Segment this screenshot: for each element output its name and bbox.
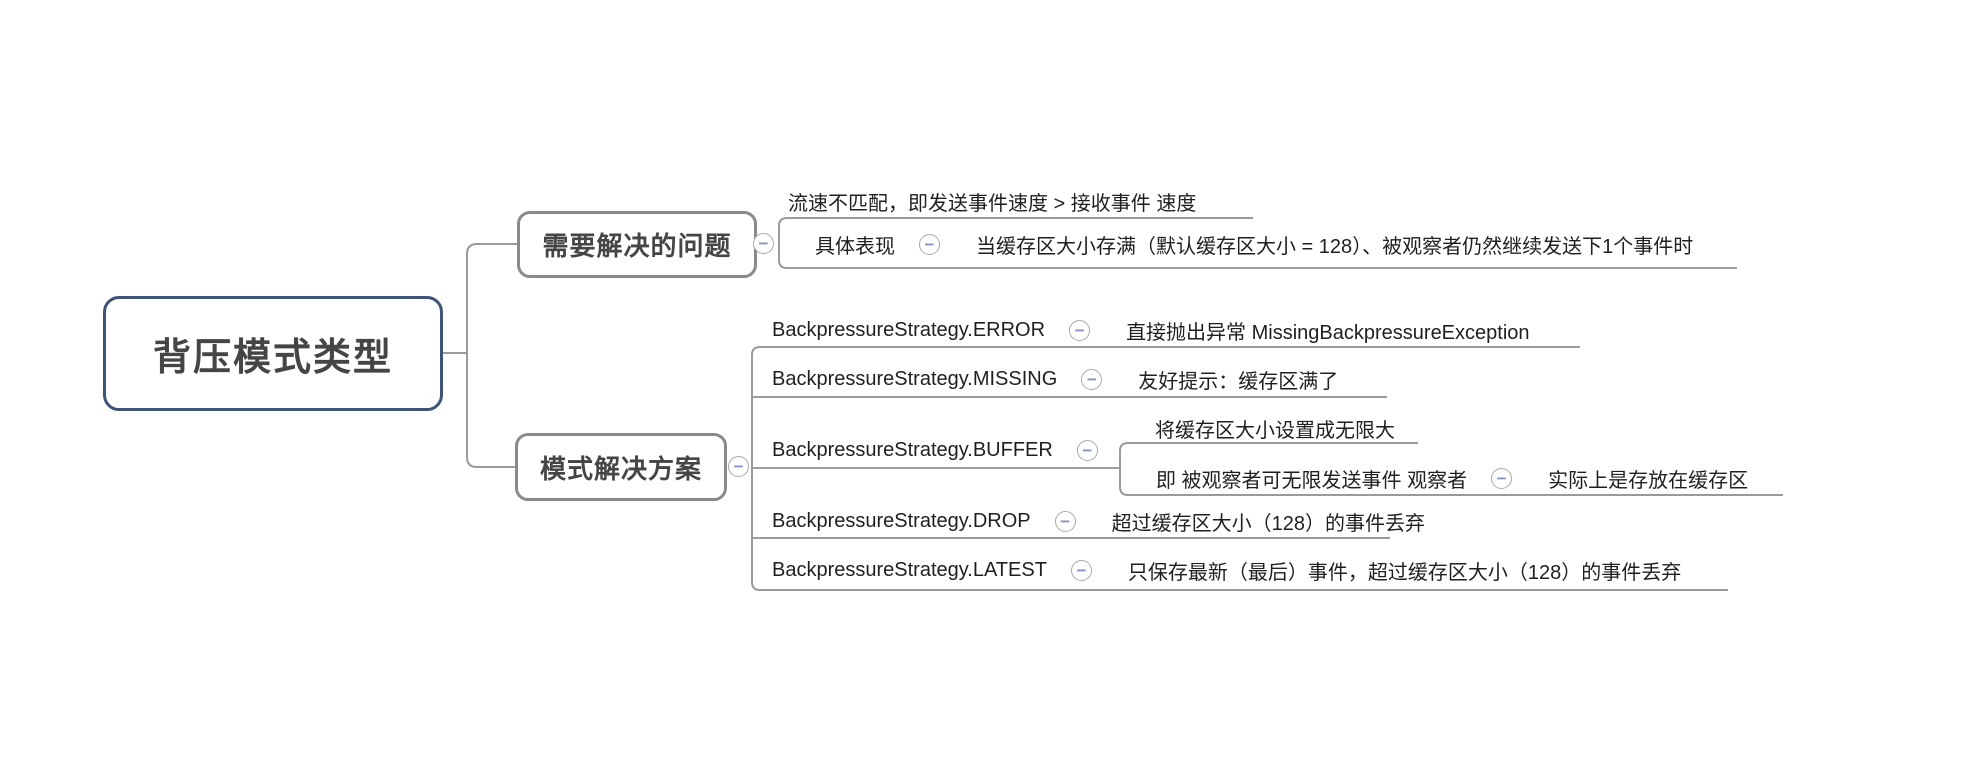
topic-solutions-label: 模式解决方案 bbox=[539, 453, 702, 484]
topic-strategy-error-child-label[interactable]: 直接抛出异常 MissingBackpressureException bbox=[1126, 321, 1530, 344]
problem-children-bracket bbox=[778, 217, 1737, 269]
topic-strategy-missing-row[interactable]: BackpressureStrategy.MISSING − 友好提示：缓存区满… bbox=[772, 366, 1339, 393]
root-topic[interactable]: 背压模式类型 bbox=[103, 296, 443, 411]
topic-strategy-drop-label[interactable]: BackpressureStrategy.DROP bbox=[772, 509, 1031, 532]
minus-icon: − bbox=[758, 234, 769, 253]
topic-strategy-latest-row[interactable]: BackpressureStrategy.LATEST − 只保存最新（最后）事… bbox=[772, 557, 1682, 584]
topic-strategy-latest-label[interactable]: BackpressureStrategy.LATEST bbox=[772, 558, 1047, 581]
minus-icon: − bbox=[1076, 560, 1087, 580]
topic-buffer-unlimited-label: 将缓存区大小设置成无限大 bbox=[1155, 419, 1395, 442]
minus-icon: − bbox=[733, 457, 744, 476]
topic-detail-label[interactable]: 具体表现 bbox=[815, 235, 895, 258]
topic-buffer-unlimited[interactable]: 将缓存区大小设置成无限大 bbox=[1155, 415, 1395, 442]
topic-strategy-latest-child-label[interactable]: 只保存最新（最后）事件，超过缓存区大小（128）的事件丢弃 bbox=[1127, 561, 1682, 584]
topic-strategy-error-label[interactable]: BackpressureStrategy.ERROR bbox=[772, 318, 1046, 341]
minus-icon: − bbox=[1074, 320, 1085, 340]
topic-problem-label: 需要解决的问题 bbox=[542, 231, 732, 261]
topic-detail-row[interactable]: 具体表现 − 当缓存区大小存满（默认缓存区大小 = 128）、被观察者仍然继续发… bbox=[815, 231, 1694, 258]
collapse-icon-latest[interactable]: − bbox=[1070, 559, 1092, 581]
topic-buffer-observer-label[interactable]: 即 被观察者可无限发送事件 观察者 bbox=[1156, 469, 1468, 492]
topic-buffer-observer-row[interactable]: 即 被观察者可无限发送事件 观察者 − 实际上是存放在缓存区 bbox=[1156, 465, 1749, 492]
topic-detail-child-label[interactable]: 当缓存区大小存满（默认缓存区大小 = 128）、被观察者仍然继续发送下1个事件时 bbox=[976, 235, 1694, 258]
root-child-bracket bbox=[466, 243, 517, 468]
topic-strategy-missing-label[interactable]: BackpressureStrategy.MISSING bbox=[772, 367, 1058, 390]
topic-strategy-buffer-row[interactable]: BackpressureStrategy.BUFFER − bbox=[772, 437, 1134, 463]
collapse-icon-problem[interactable]: − bbox=[753, 233, 774, 254]
minus-icon: − bbox=[1086, 369, 1097, 389]
minus-icon: − bbox=[924, 234, 935, 254]
topic-flow-mismatch[interactable]: 流速不匹配，即发送事件速度 > 接收事件 速度 bbox=[788, 188, 1197, 215]
buffer-children-bracket bbox=[1119, 442, 1783, 496]
topic-flow-mismatch-label: 流速不匹配，即发送事件速度 > 接收事件 速度 bbox=[788, 192, 1197, 215]
collapse-icon-solutions[interactable]: − bbox=[728, 456, 749, 477]
topic-strategy-drop-child-label[interactable]: 超过缓存区大小（128）的事件丢弃 bbox=[1111, 512, 1425, 535]
collapse-icon-drop[interactable]: − bbox=[1054, 510, 1076, 532]
topic-problem[interactable]: 需要解决的问题 bbox=[517, 211, 757, 278]
topic-buffer-observer-child-label[interactable]: 实际上是存放在缓存区 bbox=[1548, 469, 1749, 492]
collapse-icon-buffer[interactable]: − bbox=[1076, 439, 1098, 461]
minus-icon: − bbox=[1496, 468, 1507, 488]
topic-strategy-drop-row[interactable]: BackpressureStrategy.DROP − 超过缓存区大小（128）… bbox=[772, 508, 1425, 535]
topic-strategy-error-row[interactable]: BackpressureStrategy.ERROR − 直接抛出异常 Miss… bbox=[772, 317, 1530, 344]
minus-icon: − bbox=[1060, 511, 1071, 531]
collapse-icon-error[interactable]: − bbox=[1069, 319, 1091, 341]
collapse-icon-detail[interactable]: − bbox=[919, 233, 940, 255]
topic-strategy-missing-child-label[interactable]: 友好提示：缓存区满了 bbox=[1138, 370, 1339, 393]
collapse-icon-observer[interactable]: − bbox=[1491, 467, 1513, 489]
topic-solutions[interactable]: 模式解决方案 bbox=[515, 433, 727, 501]
root-topic-label: 背压模式类型 bbox=[152, 337, 393, 379]
minus-icon: − bbox=[1082, 440, 1093, 460]
topic-strategy-buffer-label[interactable]: BackpressureStrategy.BUFFER bbox=[772, 438, 1053, 461]
collapse-icon-missing[interactable]: − bbox=[1081, 368, 1103, 390]
